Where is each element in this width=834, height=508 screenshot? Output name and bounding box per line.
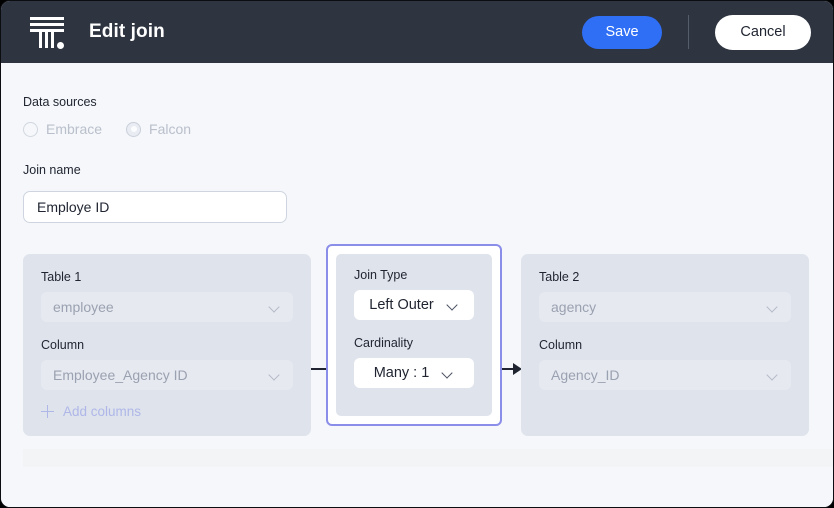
join-settings-card[interactable]: Join Type Left Outer Cardinality Many : … [326,244,502,426]
data-sources-radio-group: Embrace Falcon [23,121,205,137]
page-title: Edit join [89,21,165,42]
radio-option-embrace[interactable]: Embrace [23,121,102,137]
join-type-value: Left Outer [369,297,434,313]
table1-column-select[interactable]: Employee_Agency ID [41,360,293,390]
table2-column-label: Column [539,338,583,352]
table1-table-select[interactable]: employee [41,292,293,322]
radio-label-embrace: Embrace [46,121,103,137]
chevron-down-icon [270,302,281,313]
chevron-down-icon [768,370,779,381]
header-divider [688,15,689,49]
header-actions: Save Cancel [582,14,811,50]
cardinality-value: Many : 1 [373,365,430,381]
app-header: Edit join Save Cancel [1,1,833,63]
table1-column-value: Employee_Agency ID [53,367,188,383]
table2-column-select[interactable]: Agency_ID [539,360,791,390]
cardinality-select[interactable]: Many : 1 [354,358,474,388]
connector-line-left [311,368,327,370]
add-columns-label: Add columns [63,404,142,419]
table1-table-value: employee [53,299,114,315]
table2-table-value: agency [551,299,597,315]
save-button[interactable]: Save [582,15,662,49]
data-sources-label: Data sources [23,95,97,109]
join-settings-inner: Join Type Left Outer Cardinality Many : … [336,254,492,416]
table1-title-label: Table 1 [41,270,82,284]
arrow-right-icon [513,362,522,375]
table2-title-label: Table 2 [539,270,580,284]
add-columns-button[interactable]: Add columns [41,404,293,419]
connector-line-right [502,368,518,370]
radio-option-falcon[interactable]: Falcon [126,121,191,137]
radio-label-falcon: Falcon [149,121,192,137]
join-name-label: Join name [23,163,81,177]
cardinality-label: Cardinality [354,336,414,350]
radio-icon-falcon[interactable] [126,121,142,137]
dialog-body: Data sources Embrace Falcon Join name Ta… [1,63,833,507]
join-type-select[interactable]: Left Outer [354,290,474,320]
join-type-label: Join Type [354,268,408,282]
chevron-down-icon [270,370,281,381]
chevron-down-icon [443,368,454,379]
table1-card: Table 1 employee Column Employee_Agency … [23,254,311,436]
table2-table-select[interactable]: agency [539,292,791,322]
table2-column-value: Agency_ID [551,367,620,383]
join-name-input[interactable] [23,191,287,223]
cancel-button[interactable]: Cancel [715,14,811,50]
table1-column-label: Column [41,338,85,352]
radio-icon-embrace[interactable] [23,121,38,137]
table2-card: Table 2 agency Column Agency_ID [521,254,809,436]
chevron-down-icon [448,300,459,311]
bottom-band [23,449,833,467]
tellius-logo-icon [27,14,67,50]
plus-icon [41,405,54,418]
chevron-down-icon [768,302,779,313]
